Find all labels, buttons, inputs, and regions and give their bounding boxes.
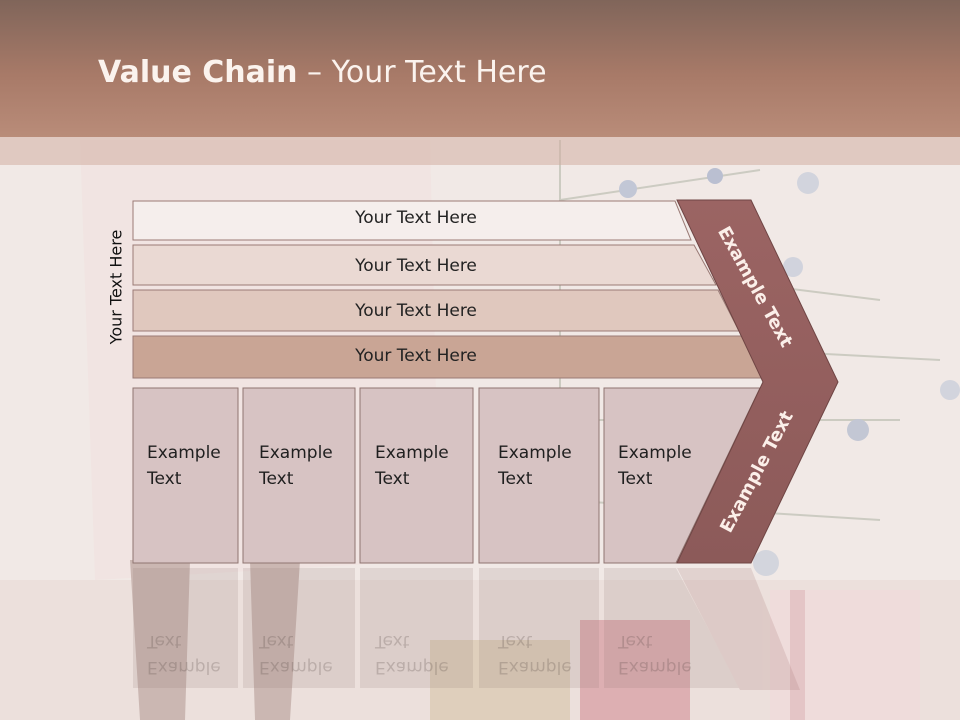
reflection-label-3: Example Text (375, 631, 449, 677)
title-bar (0, 0, 960, 137)
box-shape-3 (359, 387, 474, 564)
box-shape-5 (603, 387, 761, 564)
chevron-arrow (676, 199, 839, 564)
row-label-1: Your Text Here (355, 208, 477, 228)
reflection-label-4: Example Text (498, 631, 572, 677)
title-bold: Value Chain (98, 55, 298, 90)
slide-title: Value Chain – Your Text Here (98, 55, 547, 90)
row-shape-2 (132, 244, 717, 286)
vertical-axis-label: Your Text Here (106, 229, 126, 345)
reflection-label-5: Example Text (618, 631, 692, 677)
box-label-5: Example Text (618, 443, 692, 489)
row-label-3: Your Text Here (355, 301, 477, 321)
reflection: Example Text Example Text Example Text E… (0, 570, 960, 720)
box-label-1: Example Text (147, 443, 221, 489)
box-label-3: Example Text (375, 443, 449, 489)
title-bar-strip (0, 137, 960, 165)
reflection-label-1: Example Text (147, 631, 221, 677)
box-shape-2 (242, 387, 356, 564)
box-shape-1 (132, 387, 239, 564)
box-label-2: Example Text (259, 443, 333, 489)
box-label-4: Example Text (498, 443, 572, 489)
title-rest: – Your Text Here (297, 55, 547, 90)
row-shape-1 (132, 200, 692, 241)
reflection-label-2: Example Text (259, 631, 333, 677)
row-label-4: Your Text Here (355, 346, 477, 366)
row-label-2: Your Text Here (355, 256, 477, 276)
box-shape-4 (478, 387, 600, 564)
